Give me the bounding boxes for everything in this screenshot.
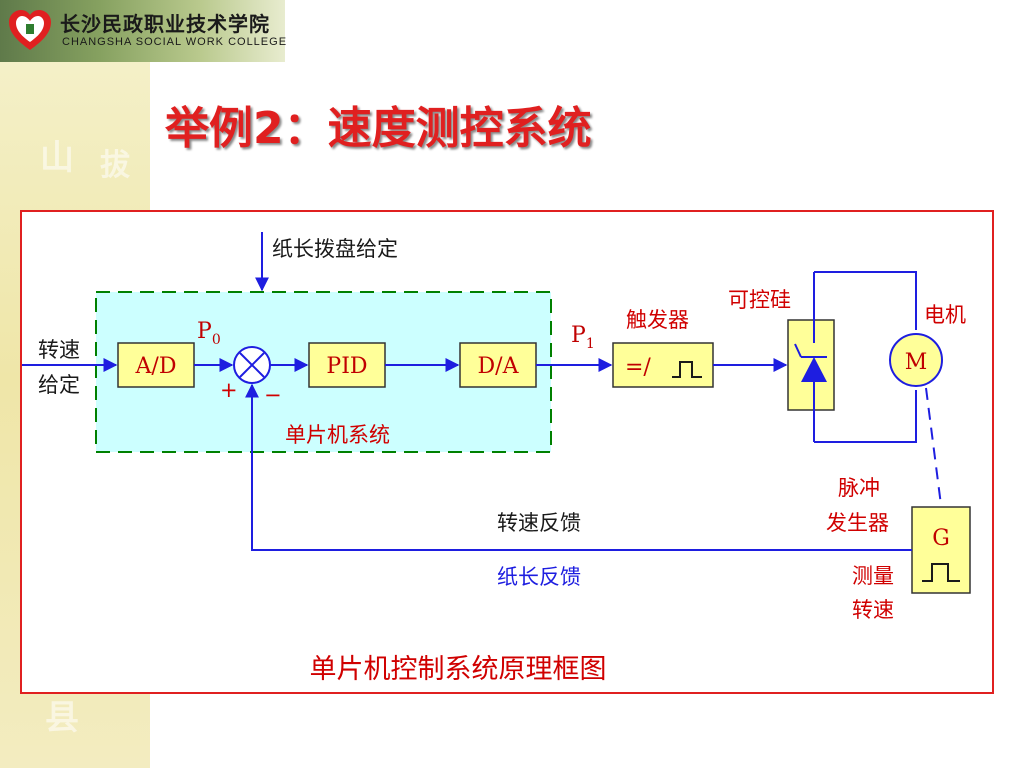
input-label-line1: 转速 [38, 338, 80, 362]
school-name-cn: 长沙民政职业技术学院 [60, 12, 270, 36]
college-logo [9, 10, 51, 50]
p0-main: P [197, 319, 212, 344]
feedback-path [245, 383, 912, 551]
ad-block-label: A/D [135, 354, 177, 379]
trigger-block [612, 342, 714, 388]
sidebar-ghost-text: 山 [40, 138, 74, 178]
input-label-line2: 给定 [38, 373, 80, 397]
minus-sign: − [264, 383, 282, 407]
measure-label-line1: 测量 [852, 564, 894, 588]
school-name-en: CHANGSHA SOCIAL WORK COLLEGE [62, 36, 288, 48]
sidebar-ghost-text: 拔 [100, 148, 130, 183]
pid-block [308, 342, 386, 388]
motor-circle [889, 333, 943, 387]
measure-label-line2: 转速 [852, 598, 894, 622]
p1-sub: 1 [586, 336, 595, 352]
shaft-coupling [925, 387, 942, 506]
feedback-speed-label: 转速反馈 [497, 511, 581, 535]
p0-sub: 0 [212, 332, 221, 348]
p1-label: P1 [571, 323, 595, 352]
da-block-label: D/A [478, 354, 520, 379]
pulse-generator-block [911, 506, 971, 594]
p1-main: P [571, 323, 586, 348]
plus-sign: + [220, 378, 238, 402]
slide-title: 举例2：速度测控系统 [165, 103, 592, 154]
thyristor-gate [794, 343, 802, 358]
pid-block-label: PID [326, 354, 367, 379]
thyristor-icon [801, 357, 827, 382]
generator-pulse-icon [922, 563, 960, 582]
pulse-gen-label-line2: 发生器 [826, 511, 889, 535]
trigger-symbol: =/ [625, 355, 651, 380]
motor-symbol: M [905, 350, 928, 375]
pulse-gen-label-line1: 脉冲 [838, 476, 880, 500]
motor-bottom-wire [814, 390, 917, 443]
p0-label: P0 [197, 319, 221, 348]
scr-label: 可控硅 [728, 288, 791, 312]
mcu-system-label: 单片机系统 [285, 423, 390, 447]
sidebar-ghost-text: 县 [45, 698, 79, 738]
trigger-label: 触发器 [626, 308, 689, 332]
summing-cross-2 [239, 352, 265, 378]
generator-symbol: G [932, 526, 950, 551]
setpoint-label: 纸长拨盘给定 [272, 237, 398, 261]
motor-top-wire [814, 271, 917, 330]
header-banner: 长沙民政职业技术学院 CHANGSHA SOCIAL WORK COLLEGE [0, 0, 1024, 62]
pulse-waveform-icon [672, 361, 702, 378]
diagram-caption: 单片机控制系统原理框图 [310, 654, 607, 685]
motor-label: 电机 [924, 303, 966, 327]
feedback-length-label: 纸长反馈 [497, 565, 581, 589]
